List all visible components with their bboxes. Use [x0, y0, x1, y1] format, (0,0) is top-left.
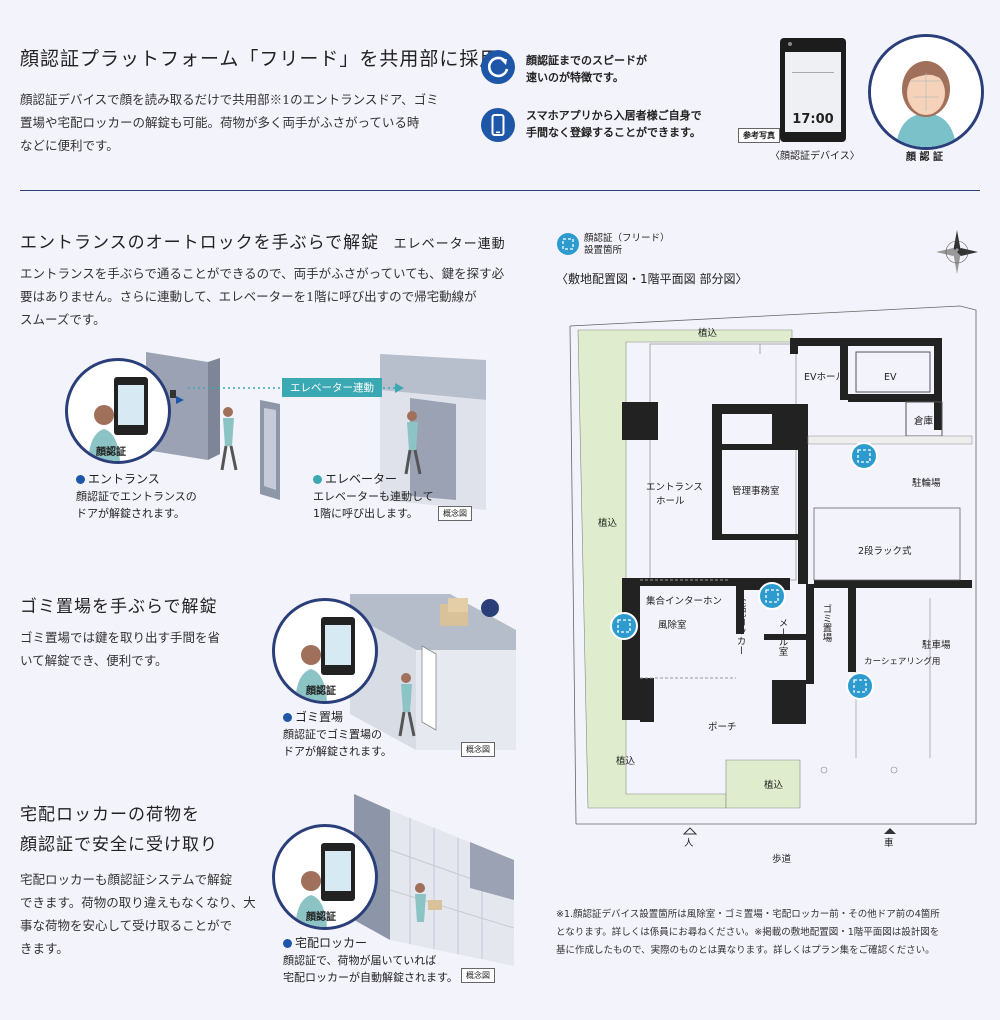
section-divider: [20, 190, 980, 191]
map-label-entrance-hall-2: ホール: [656, 496, 685, 507]
map-label-garbage: ゴミ置場: [821, 603, 833, 643]
garbage-title: ゴミ置場を手ぶらで解錠: [20, 597, 218, 617]
device-clock: 17:00: [792, 112, 834, 127]
locker-caption-title: 宅配ロッカー: [283, 934, 367, 951]
map-label-carshare: カーシェアリング用: [864, 656, 940, 667]
locker-title: 宅配ロッカーの荷物を 顔認証で安全に受け取り: [20, 805, 218, 855]
garbage-illustration: [350, 594, 516, 750]
map-label-porch: ポーチ: [708, 722, 737, 733]
face-device-marker-bicycle: [850, 442, 878, 470]
garbage-caption-text: 顔認証でゴミ置場の ドアが解錠されます。: [283, 728, 392, 758]
map-label-car: 車: [884, 837, 894, 849]
entrance-face-illustration: [65, 358, 171, 464]
face-device-marker-icon: [557, 233, 579, 255]
feature-register-text: スマホアプリから入居者様ご自身で 手間なく登録することができます。: [526, 109, 702, 139]
locker-face-label: 顔認証: [306, 912, 336, 923]
entrance-caption-title: エントランス: [76, 470, 160, 487]
map-label-planting-top: 植込: [698, 327, 718, 339]
compass-icon: [936, 230, 978, 274]
locker-concept-badge: 概念図: [461, 968, 495, 983]
map-label-entrance-hall: エントランス: [646, 482, 703, 493]
entrance-concept-badge: 概念図: [438, 506, 472, 521]
smartphone-icon: [481, 108, 515, 142]
device-caption: 〈顔認証デバイス〉: [770, 151, 860, 162]
map-label-ev-hall: EVホール: [804, 372, 846, 383]
elevator-caption-text: エレベーターも連動して 1階に呼び出します。: [313, 490, 434, 520]
map-label-delivery: 宅配ロッカー: [735, 597, 747, 655]
floor-plan: 植込 植込 植込 植込 EVホール EV 倉庫 駐輪場 エントランス ホール 管…: [569, 305, 977, 865]
map-label-windbreak: 風除室: [658, 619, 687, 631]
map-title: 〈敷地配置図・1階平面図 部分図〉: [556, 272, 748, 286]
feature-speed-text: 顔認証までのスピードが 速いのが特徴です。: [526, 54, 647, 84]
entrance-caption-text: 顔認証でエントランスの ドアが解錠されます。: [76, 490, 197, 520]
map-label-planting-bottom-left: 植込: [616, 755, 636, 767]
entrance-face-label: 顔認証: [96, 447, 126, 458]
map-label-walkway: 歩道: [772, 853, 792, 865]
face-device-marker-locker: [758, 582, 786, 610]
sample-photo-badge: 参考写真: [738, 128, 780, 143]
map-label-person: 人: [684, 838, 694, 849]
face-recognition-illustration: [868, 34, 984, 150]
garbage-caption-title: ゴミ置場: [283, 708, 343, 725]
locker-caption-text: 顔認証で、荷物が届いていれば 宅配ロッカーが自動解錠されます。: [283, 954, 458, 984]
map-label-office: 管理事務室: [732, 485, 780, 497]
map-label-parking: 駐車場: [922, 639, 951, 651]
face-device-marker-parking: [846, 672, 874, 700]
map-label-rack: 2段ラック式: [858, 545, 912, 557]
page-title: 顔認証プラットフォーム「フリード」を共用部に採用: [20, 48, 500, 70]
entrance-illustration: [146, 352, 486, 510]
map-label-intercom: 集合インターホン: [646, 595, 722, 607]
locker-description: 宅配ロッカーも顔認証システムで解錠 できます。荷物の取り違えもなくなり、大 事な…: [20, 872, 256, 956]
map-label-mail: メール室: [777, 618, 789, 656]
entrance-title: エントランスのオートロックを手ぶらで解錠 エレベーター連動: [20, 233, 506, 253]
face-device-photo: 17:00: [780, 38, 846, 142]
map-label-planting-bottom: 植込: [764, 779, 784, 791]
header-description: 顔認証デバイスで顔を読み取るだけで共用部※1のエントランスドア、ゴミ 置場や宅配…: [20, 92, 439, 153]
map-label-planting-left: 植込: [598, 517, 618, 529]
map-label-bicycle: 駐輪場: [912, 477, 941, 489]
map-label-ev: EV: [884, 372, 897, 383]
footnote: ※1.顔認証デバイス設置箇所は風除室・ゴミ置場・宅配ロッカー前・その他ドア前の4…: [556, 909, 940, 956]
entrance-description: エントランスを手ぶらで通ることができるので、両手がふさがっていても、鍵を探す必 …: [20, 266, 505, 327]
map-legend-text: 顔認証（フリード） 設置箇所: [584, 233, 670, 256]
face-caption: 顔 認 証: [906, 152, 943, 163]
face-device-marker-windbreak: [610, 612, 638, 640]
refresh-speed-icon: [481, 50, 515, 84]
garbage-description: ゴミ置場では鍵を取り出す手間を省 いて解錠でき、便利です。: [20, 630, 221, 668]
elevator-caption-title: エレベーター: [313, 470, 397, 487]
map-label-storage: 倉庫: [914, 415, 934, 427]
garbage-concept-badge: 概念図: [461, 742, 495, 757]
locker-face-illustration: [272, 824, 378, 930]
elevator-link-banner: エレベーター連動: [282, 378, 382, 397]
garbage-face-illustration: [272, 598, 378, 704]
garbage-face-label: 顔認証: [306, 686, 336, 697]
